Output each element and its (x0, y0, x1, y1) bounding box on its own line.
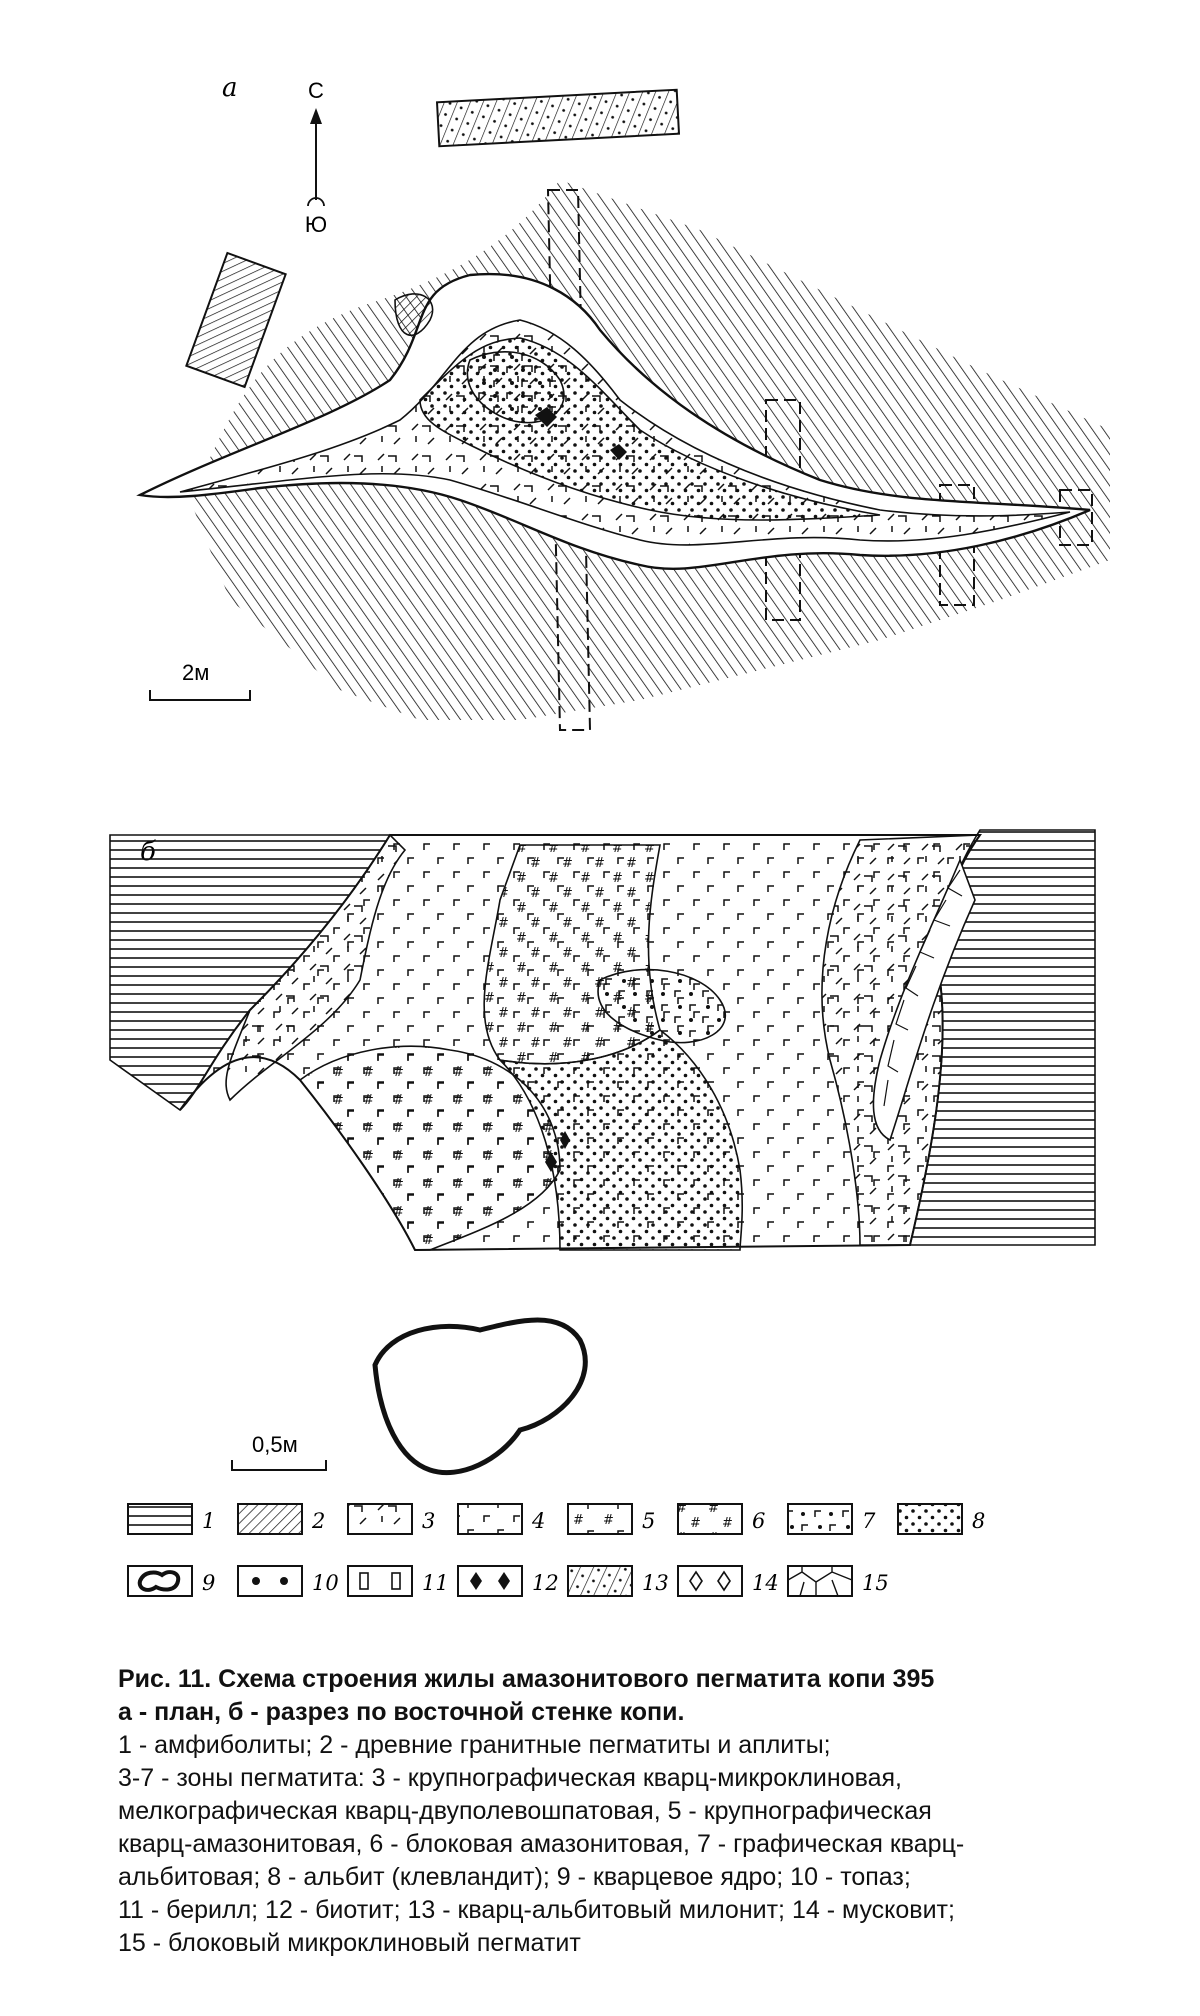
scale-label-b: 0,5м (252, 1432, 298, 1457)
caption-line: 11 - берилл; 12 - биотит; 13 - кварц-аль… (118, 1896, 955, 1924)
topaz-icon (280, 1577, 288, 1585)
legend-item-15: 15 (787, 1565, 889, 1597)
legend-item-12: 12 (457, 1565, 559, 1597)
beryl-icon (359, 1572, 369, 1590)
muscovite-icon (689, 1570, 703, 1592)
zone-7 (597, 968, 727, 1044)
legend-number: 3 (422, 1509, 435, 1533)
legend-swatch (677, 1503, 743, 1535)
caption-line: 1 - амфиболиты; 2 - древние гранитные пе… (118, 1731, 831, 1759)
biotite-mark-a-2 (610, 444, 627, 460)
legend-number: 10 (312, 1571, 339, 1595)
topaz-icon (252, 1577, 260, 1585)
legend-item-7: 7 (787, 1503, 876, 1535)
figure-canvas: # # # а С Ю (109, 73, 1110, 1597)
block-microcline-icon (787, 1566, 853, 1597)
legend-number: 6 (752, 1509, 765, 1533)
outcrop-left (185, 251, 287, 389)
zone-3-left (225, 833, 407, 1102)
legend-swatch (567, 1503, 633, 1535)
south-label: Ю (305, 212, 327, 237)
scale-label-a: 2м (182, 660, 209, 685)
legend-number: 7 (862, 1509, 876, 1533)
quartz-core-icon (137, 1570, 181, 1592)
scale-bar-b: 0,5м (231, 1432, 327, 1471)
legend-swatch (677, 1565, 743, 1597)
zone-15-cells (883, 869, 963, 1107)
legend-swatch (567, 1565, 633, 1597)
biotite-mark-a (535, 407, 557, 427)
beryl-icon (391, 1572, 401, 1590)
legend-number: 14 (752, 1571, 779, 1595)
legend-item-3: 3 (347, 1503, 435, 1535)
caption-line: мелкографическая кварц-двуполевошпатовая… (118, 1797, 932, 1825)
legend-number: 9 (202, 1571, 215, 1595)
legend-swatch (787, 1565, 853, 1597)
legend-swatch (897, 1503, 963, 1535)
caption-title: Рис. 11. Схема строения жилы амазонитово… (118, 1665, 935, 1693)
legend-item-9: 9 (127, 1565, 215, 1597)
vein-zone-1 (394, 293, 434, 337)
legend-swatch (347, 1565, 413, 1597)
legend-number: 5 (642, 1509, 655, 1533)
legend-item-6: 6 (677, 1503, 765, 1535)
legend-swatch (237, 1565, 303, 1597)
vein-zone-7 (466, 351, 565, 424)
caption: Рис. 11. Схема строения жилы амазонитово… (118, 1663, 1128, 1960)
panel-a: а С Ю 2м (136, 73, 1110, 731)
caption-line: кварц-амазонитовая, 6 - блоковая амазони… (118, 1830, 965, 1858)
legend-item-5: 5 (567, 1503, 655, 1535)
panel-a-label: а (222, 73, 238, 103)
muscovite-icon (717, 1570, 731, 1592)
biotite-mark-b (545, 1152, 557, 1172)
quartz-core (372, 1317, 588, 1476)
legend-number: 4 (531, 1509, 545, 1533)
north-arrow: С Ю (305, 78, 327, 237)
legend-number: 8 (972, 1509, 985, 1533)
legend-swatch (127, 1503, 193, 1535)
legend-item-4: 4 (457, 1503, 545, 1535)
legend-swatch (127, 1565, 193, 1597)
legend-swatch (347, 1503, 413, 1535)
legend-number: 11 (422, 1571, 449, 1595)
legend-item-1: 1 (127, 1503, 215, 1535)
legend-number: 15 (862, 1571, 889, 1595)
legend-number: 1 (202, 1509, 215, 1533)
legend-swatch (787, 1503, 853, 1535)
caption-line: 3-7 - зоны пегматита: 3 - крупнографичес… (118, 1764, 902, 1792)
biotite-mark-b-2 (560, 1131, 570, 1149)
legend-item-13: 13 (567, 1565, 669, 1597)
legend-item-8: 8 (897, 1503, 985, 1535)
caption-line: альбитовая; 8 - альбит (клевландит); 9 -… (118, 1863, 911, 1891)
outcrop-top (435, 88, 681, 148)
legend-item-10: 10 (237, 1565, 339, 1597)
legend-item-11: 11 (347, 1565, 449, 1597)
caption-subtitle: а - план, б - разрез по восточной стенке… (118, 1698, 685, 1726)
caption-line: 15 - блоковый микроклиновый пегматит (118, 1929, 581, 1957)
legend-number: 2 (311, 1509, 325, 1533)
arrow-head-icon (310, 108, 322, 124)
panel-b: б 0,5м (109, 829, 1096, 1476)
legend-item-2: 2 (237, 1503, 325, 1535)
legend-number: 13 (642, 1571, 669, 1595)
legend-swatch (237, 1503, 303, 1535)
legend-item-14: 14 (677, 1565, 779, 1597)
scale-bar-a: 2м (149, 660, 251, 701)
legend-swatch (457, 1503, 523, 1535)
north-label: С (308, 78, 324, 103)
biotite-icon (470, 1572, 482, 1590)
legend-swatch (457, 1565, 523, 1597)
legend-number: 12 (532, 1571, 559, 1595)
biotite-icon (498, 1572, 510, 1590)
